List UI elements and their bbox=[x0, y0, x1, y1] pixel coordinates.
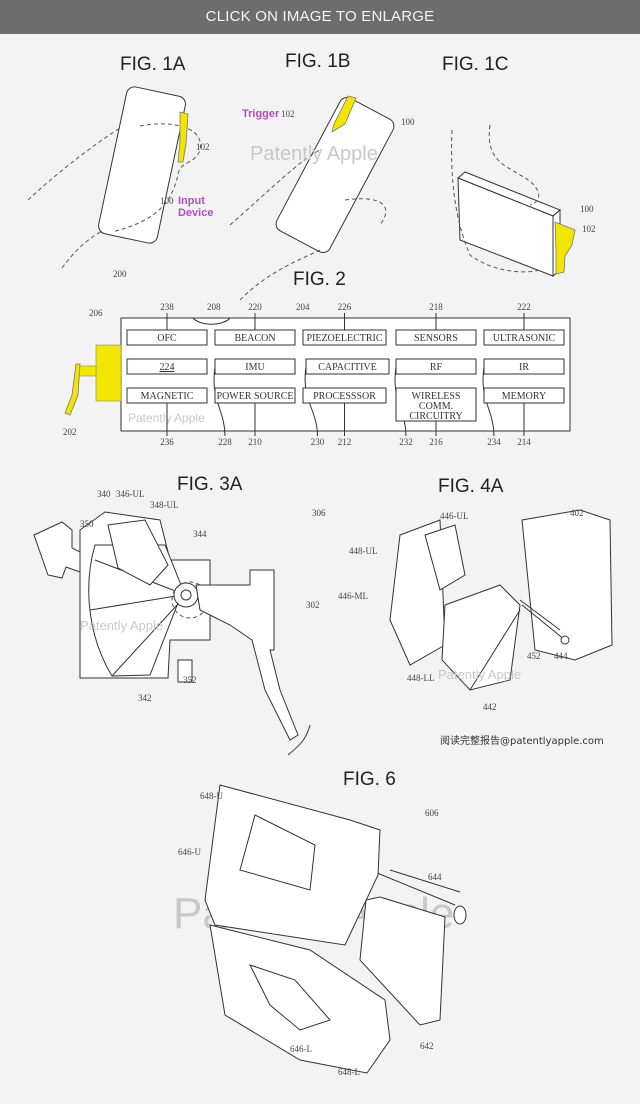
block-label: RF bbox=[430, 362, 443, 373]
ref-102: 102 bbox=[281, 109, 295, 119]
fig-2-title: FIG. 2 bbox=[293, 269, 346, 290]
block-1-3 bbox=[395, 358, 477, 375]
ref-644: 644 bbox=[428, 872, 442, 882]
fig-1c-title: FIG. 1C bbox=[442, 54, 509, 75]
ref-number: 226 bbox=[338, 302, 352, 312]
block-1-4 bbox=[483, 358, 565, 375]
ref-number: 228 bbox=[218, 437, 232, 447]
report-link-note: 阅读完整报告@patentlyapple.com bbox=[440, 734, 604, 747]
fig-1a-title: FIG. 1A bbox=[120, 54, 186, 75]
ref-444: 444 bbox=[554, 651, 568, 661]
fig-1b: FIG. 1B Trigger 102 100 Patently Apple bbox=[229, 51, 415, 301]
block-label: 224 bbox=[160, 362, 175, 373]
ref-206: 206 bbox=[89, 308, 103, 318]
watermark: Patently Apple bbox=[250, 143, 378, 165]
block-label: CAPACITIVE bbox=[318, 362, 377, 373]
ref-448-ul: 448-UL bbox=[349, 546, 378, 556]
ref-number: 212 bbox=[338, 437, 352, 447]
ref-100: 100 bbox=[160, 196, 174, 206]
patent-figures-image[interactable]: FIG. 1A 102 100 Input Device FIG. 1B Tri… bbox=[0, 34, 640, 1104]
ref-648-l: 648-L bbox=[338, 1067, 360, 1077]
block-label: WIRELESS bbox=[412, 391, 461, 402]
block-label: COMM. bbox=[419, 401, 453, 412]
ref-642: 642 bbox=[420, 1041, 434, 1051]
ref-number: 216 bbox=[429, 437, 443, 447]
ref-340: 340 bbox=[97, 489, 111, 499]
ref-352: 352 bbox=[183, 675, 197, 685]
block-2-3 bbox=[395, 387, 477, 422]
ref-648-u: 648-U bbox=[200, 791, 223, 801]
ref-350: 350 bbox=[80, 519, 94, 529]
ref-100: 100 bbox=[401, 117, 415, 127]
fig-6: Patently Apple FIG. 6 648-U 646-U 606 64… bbox=[173, 769, 467, 1077]
leader-line bbox=[213, 366, 226, 437]
fig-1b-title: FIG. 1B bbox=[285, 51, 350, 72]
fig-1c: FIG. 1C 100 102 bbox=[442, 54, 596, 278]
block-label: OFC bbox=[157, 333, 177, 344]
watermark: Patently Apple bbox=[438, 667, 521, 682]
fig-3a: FIG. 3A 340 346-UL 348-UL 350 344 306 30… bbox=[33, 474, 326, 756]
ref-646-l: 646-L bbox=[290, 1044, 312, 1054]
leader-line bbox=[482, 366, 495, 437]
ref-number: 234 bbox=[487, 437, 501, 447]
ref-number: 218 bbox=[429, 302, 443, 312]
ref-446-ul: 446-UL bbox=[440, 511, 469, 521]
ref-number: 236 bbox=[160, 437, 174, 447]
ref-302: 302 bbox=[306, 600, 320, 610]
ref-102: 102 bbox=[582, 224, 596, 234]
input-device-callout-2: Device bbox=[178, 207, 213, 219]
trigger-callout: Trigger bbox=[242, 108, 280, 120]
fig-4a-title: FIG. 4A bbox=[438, 476, 504, 497]
ref-346-ul: 346-UL bbox=[116, 489, 145, 499]
ref-100: 100 bbox=[580, 204, 594, 214]
ref-208: 208 bbox=[207, 302, 221, 312]
block-label: IR bbox=[519, 362, 529, 373]
block-label: MEMORY bbox=[502, 391, 546, 402]
block-label: IMU bbox=[245, 362, 265, 373]
block-1-0 bbox=[126, 358, 208, 375]
fig-3a-title: FIG. 3A bbox=[177, 474, 243, 495]
block-label: PIEZOELECTRIC bbox=[306, 333, 382, 344]
enlarge-image-banner[interactable]: CLICK ON IMAGE TO ENLARGE bbox=[0, 0, 640, 34]
ref-102: 102 bbox=[196, 142, 210, 152]
ref-202: 202 bbox=[63, 427, 77, 437]
ref-344: 344 bbox=[193, 529, 207, 539]
fig-1a: FIG. 1A 102 100 Input Device bbox=[27, 54, 213, 269]
ref-number: 220 bbox=[248, 302, 262, 312]
ref-number: 232 bbox=[399, 437, 413, 447]
ref-204: 204 bbox=[296, 302, 310, 312]
block-label: SENSORS bbox=[414, 333, 458, 344]
ref-number: 210 bbox=[248, 437, 262, 447]
ref-number: 214 bbox=[517, 437, 531, 447]
fig-4a: FIG. 4A 446-UL 448-UL 446-ML 402 448-LL … bbox=[338, 476, 613, 747]
block-label: PROCESSSOR bbox=[313, 391, 376, 402]
ref-342: 342 bbox=[138, 693, 152, 703]
ref-446-ml: 446-ML bbox=[338, 591, 368, 601]
block-1-2 bbox=[305, 358, 390, 375]
block-1-1 bbox=[214, 358, 296, 375]
block-label: CIRCUITRY bbox=[409, 411, 462, 422]
ref-306: 306 bbox=[312, 508, 326, 518]
ref-442: 442 bbox=[483, 702, 497, 712]
ref-452: 452 bbox=[527, 651, 541, 661]
watermark: Patently Apple bbox=[80, 618, 163, 633]
ref-number: 230 bbox=[311, 437, 325, 447]
block-label: ULTRASONIC bbox=[493, 333, 556, 344]
leader-line bbox=[304, 366, 318, 437]
ref-646-u: 646-U bbox=[178, 847, 201, 857]
fig-2-block-diagram: FIG. 2 200 206 202 208 204 Patently Appl… bbox=[63, 269, 571, 447]
ref-402: 402 bbox=[570, 508, 584, 518]
block-label: BEACON bbox=[234, 333, 275, 344]
ref-606: 606 bbox=[425, 808, 439, 818]
ref-number: 222 bbox=[517, 302, 531, 312]
block-label: POWER SOURCE bbox=[217, 391, 294, 402]
ref-number: 238 bbox=[160, 302, 174, 312]
ref-200: 200 bbox=[113, 269, 127, 279]
ref-348-ul: 348-UL bbox=[150, 500, 179, 510]
input-device-callout: Input bbox=[178, 195, 205, 207]
fig-6-title: FIG. 6 bbox=[343, 769, 396, 790]
block-label: MAGNETIC bbox=[141, 391, 194, 402]
ref-448-ll: 448-LL bbox=[407, 673, 435, 683]
